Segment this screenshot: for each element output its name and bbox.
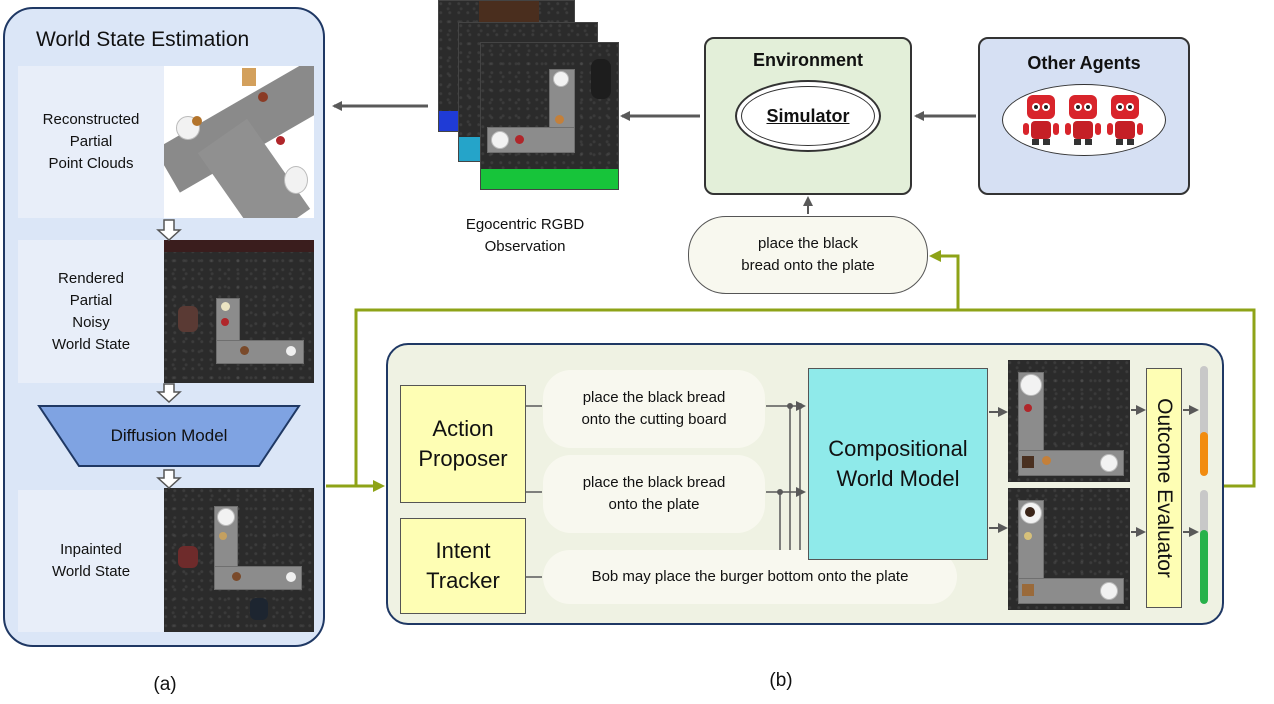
diffusion-model-shape [37,405,301,467]
green-to-action-arrow [929,250,960,310]
rendered-world-state-image [164,240,314,383]
green-loop-line [326,308,1256,488]
robot-icons [1023,95,1143,145]
panel-a-title: World State Estimation [36,28,250,51]
simulator-label: Simulator [741,86,875,146]
caption-b: (b) [769,670,793,691]
join-dot-1 [787,403,793,409]
outcome-evaluator-box: Outcome Evaluator [1146,368,1182,608]
score-bar-1-fill [1200,432,1208,476]
join-dot-3 [777,489,783,495]
inpainted-world-state-label: Inpainted World State [18,490,164,632]
score-bar-1 [1200,366,1208,476]
predicted-outcome-image-1 [1008,360,1130,482]
down-arrow-3 [156,469,182,490]
intent-bubble: Bob may place the burger bottom onto the… [543,550,957,604]
join-dot-2 [797,403,803,409]
predicted-outcome-image-2 [1008,488,1130,610]
reconstructed-point-clouds-label: Reconstructed Partial Point Clouds [18,66,164,218]
proposal-plate: place the black bread onto the plate [543,455,765,533]
compositional-world-model-box: Compositional World Model [808,368,988,560]
score-bar-2-fill [1200,529,1208,604]
point-cloud-image [164,66,314,218]
caption-a: (a) [153,674,177,695]
proposal-cutting-board: place the black bread onto the cutting b… [543,370,765,448]
other-agents-title: Other Agents [1027,53,1141,73]
observation-frame-front [480,42,619,190]
action-proposer-box: Action Proposer [400,385,526,503]
agents-ellipse [1002,84,1166,156]
inpainted-world-state-image [164,488,314,632]
rendered-world-state-label: Rendered Partial Noisy World State [18,240,164,383]
intent-tracker-box: Intent Tracker [400,518,526,614]
score-bar-2 [1200,490,1208,604]
diffusion-model-label: Diffusion Model [110,426,228,445]
down-arrow-2 [156,383,182,404]
down-arrow-1 [156,219,182,242]
chosen-action-bubble: place the black bread onto the plate [688,216,928,294]
egocentric-observation-label: Egocentric RGBD Observation [465,216,585,255]
environment-title: Environment [752,50,863,70]
